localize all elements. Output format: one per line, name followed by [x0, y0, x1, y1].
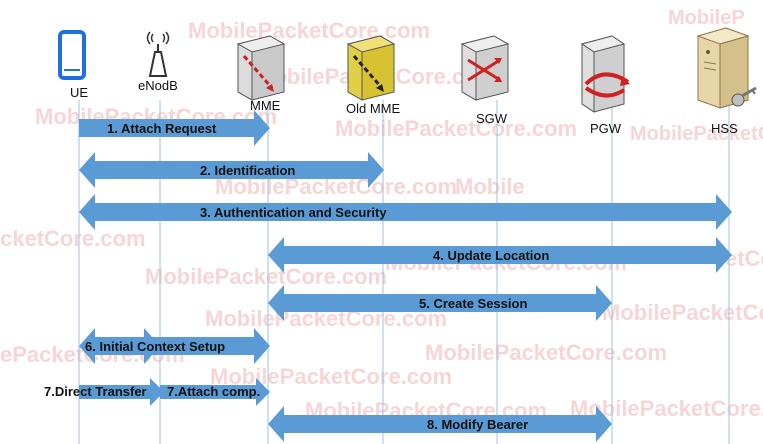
message-arrow-attach-request [79, 110, 270, 146]
node-label-oldmme: Old MME [346, 101, 401, 116]
node-label-enodeb: eNodB [138, 78, 178, 93]
message-label-create-session: 5. Create Session [419, 296, 527, 311]
smartphone-icon [58, 30, 86, 80]
message-arrow-initial-context-setup-enodeb [144, 328, 160, 364]
node-label-hss: HSS [711, 121, 738, 136]
message-label-identification: 2. Identification [200, 163, 295, 178]
message-arrow-authentication [79, 194, 732, 230]
message-labels: 1. Attach Request 2. Identification 3. A… [44, 121, 549, 432]
message-arrow-create-session [268, 285, 612, 321]
node-label-pgw: PGW [590, 121, 622, 136]
watermark-text: MobilePacketCore.com [425, 340, 667, 365]
message-arrow-initial-context-setup [79, 328, 270, 364]
old-mme-server-icon [346, 35, 396, 101]
watermark-text: MobilePacketCore.com [602, 300, 763, 325]
message-label-attach-complete: 7.Attach comp. [167, 384, 260, 399]
watermark-text: MobilePacketCore.com [188, 18, 430, 43]
message-arrow-attach-complete [160, 378, 270, 406]
watermark-text: etCo [725, 246, 763, 271]
message-label-update-location: 4. Update Location [433, 248, 549, 263]
message-label-direct-transfer: 7.Direct Transfer [44, 384, 147, 399]
message-label-initial-context-setup: 6. Initial Context Setup [85, 339, 225, 354]
sgw-router-icon [460, 35, 510, 101]
watermark-text: Mobile [455, 174, 525, 199]
message-arrow-direct-transfer [79, 378, 164, 406]
node-label-ue: UE [70, 85, 88, 100]
message-label-attach-request: 1. Attach Request [107, 121, 217, 136]
watermark-text: cketCore.com [0, 226, 146, 251]
watermark-text: MobilePacketCore.com [210, 364, 452, 389]
mme-server-icon [236, 35, 286, 101]
watermark-text: MobileP [668, 7, 745, 29]
watermark-text: MobilePacketCore.com [145, 264, 387, 289]
message-arrow-modify-bearer [268, 406, 612, 442]
node-label-sgw: SGW [476, 111, 508, 126]
node-labels: UE eNodB MME Old MME SGW PGW HSS [70, 78, 738, 136]
message-label-authentication: 3. Authentication and Security [200, 205, 387, 220]
message-arrow-update-location [268, 237, 732, 273]
message-label-modify-bearer: 8. Modify Bearer [427, 417, 528, 432]
watermark-text: MobilePacketCore.com [630, 123, 763, 145]
antenna-icon [146, 31, 170, 77]
hss-server-key-icon [696, 27, 757, 109]
node-label-mme: MME [250, 98, 281, 113]
watermark-text: MobilePacketCore.com [335, 116, 577, 141]
message-arrow-identification [79, 152, 384, 188]
pgw-server-icon [580, 35, 630, 113]
message-arrows [79, 110, 732, 442]
